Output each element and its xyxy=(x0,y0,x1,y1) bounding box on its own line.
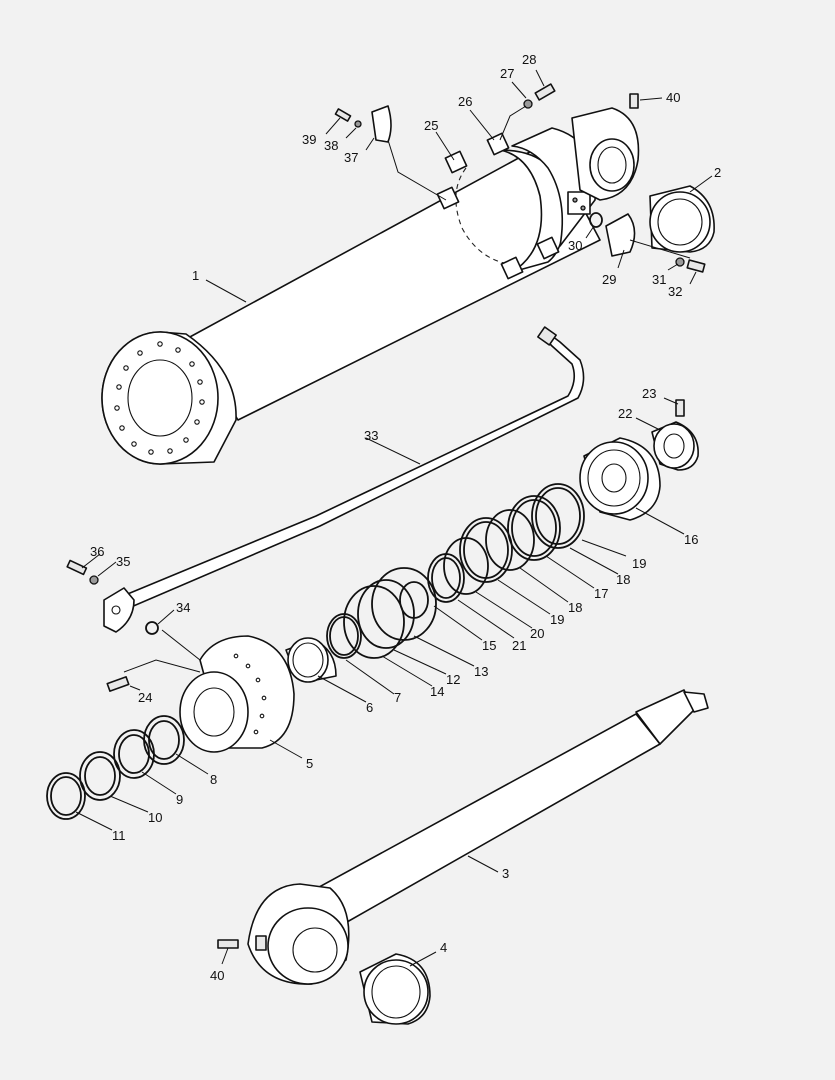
callout-18-upper: 18 xyxy=(616,572,630,587)
callout-28: 28 xyxy=(522,52,536,67)
callout-12: 12 xyxy=(446,672,460,687)
callout-20: 20 xyxy=(530,626,544,641)
callout-40-top: 40 xyxy=(666,90,680,105)
callout-35: 35 xyxy=(116,554,130,569)
callout-21: 21 xyxy=(512,638,526,653)
flange-bolt-holes xyxy=(114,341,205,455)
bushing-2 xyxy=(649,185,715,253)
piston-nut xyxy=(651,399,699,471)
callout-18-lower: 18 xyxy=(568,600,582,615)
callout-1: 1 xyxy=(192,268,199,283)
callout-32: 32 xyxy=(668,284,682,299)
callout-24: 24 xyxy=(138,690,152,705)
callout-5: 5 xyxy=(306,756,313,771)
callout-26: 26 xyxy=(458,94,472,109)
callout-13: 13 xyxy=(474,664,488,679)
callout-8: 8 xyxy=(210,772,217,787)
piston xyxy=(579,437,661,521)
callout-23: 23 xyxy=(642,386,656,401)
piston-rod xyxy=(247,689,709,985)
callout-16: 16 xyxy=(684,532,698,547)
dust-seals xyxy=(46,715,185,820)
callout-10: 10 xyxy=(148,810,162,825)
bushing-6 xyxy=(285,637,337,683)
hydraulic-pipe xyxy=(103,326,585,633)
leader-lines xyxy=(75,69,713,967)
callout-31: 31 xyxy=(652,272,666,287)
callout-25: 25 xyxy=(424,118,438,133)
small-fasteners xyxy=(66,83,706,951)
bushing-4 xyxy=(359,953,431,1025)
callout-15: 15 xyxy=(482,638,496,653)
callout-labels: 1 2 3 4 5 6 7 8 9 10 11 12 13 14 15 16 1… xyxy=(90,52,721,983)
callout-3: 3 xyxy=(502,866,509,881)
callout-36: 36 xyxy=(90,544,104,559)
callout-33: 33 xyxy=(364,428,378,443)
callout-37: 37 xyxy=(344,150,358,165)
callout-19-upper: 19 xyxy=(632,556,646,571)
callout-22: 22 xyxy=(618,406,632,421)
callout-29: 29 xyxy=(602,272,616,287)
cylinder-head xyxy=(179,635,295,753)
callout-6: 6 xyxy=(366,700,373,715)
callout-2: 2 xyxy=(714,165,721,180)
callout-19-lower: 19 xyxy=(550,612,564,627)
callout-39: 39 xyxy=(302,132,316,147)
callout-11: 11 xyxy=(112,828,126,843)
callout-40-bottom: 40 xyxy=(210,968,224,983)
callout-7: 7 xyxy=(394,690,401,705)
callout-30: 30 xyxy=(568,238,582,253)
callout-14: 14 xyxy=(430,684,444,699)
callout-38: 38 xyxy=(324,138,338,153)
callout-4: 4 xyxy=(440,940,447,955)
cylinder-tube xyxy=(101,107,640,465)
callout-27: 27 xyxy=(500,66,514,81)
callout-17: 17 xyxy=(594,586,608,601)
callout-34: 34 xyxy=(176,600,190,615)
callout-9: 9 xyxy=(176,792,183,807)
seal-rings xyxy=(326,483,585,659)
